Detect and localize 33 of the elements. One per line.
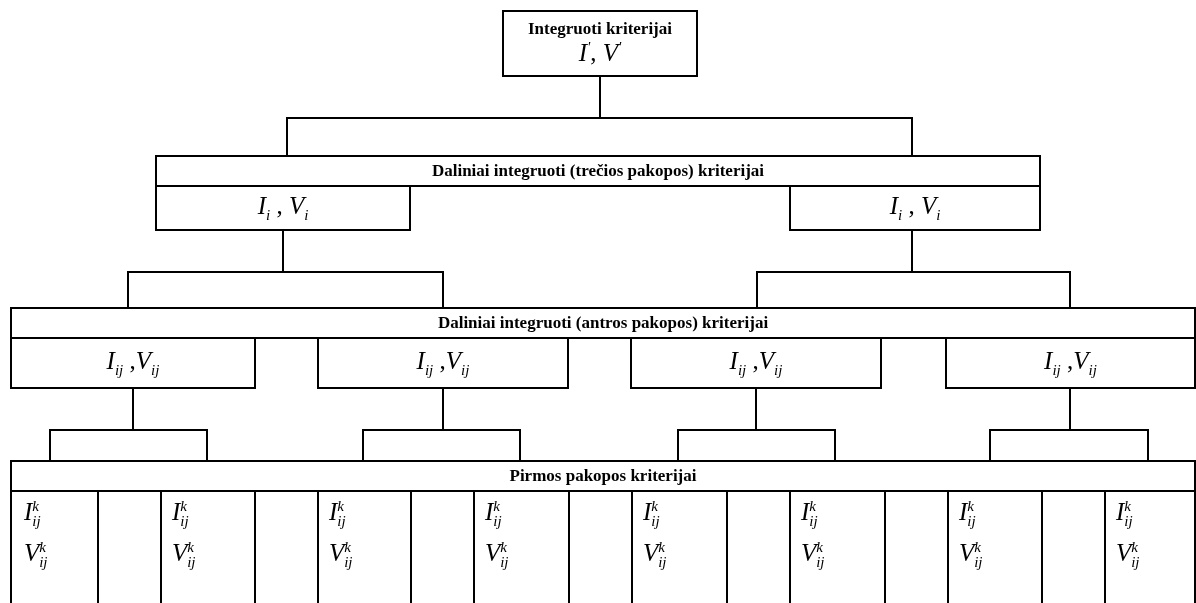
math-formula: I$^{'}$, V$^{'}$ (578, 38, 622, 69)
level-title: Daliniai integruoti (trečios pakopos) kriterijai (431, 161, 765, 181)
criteria-box (630, 337, 882, 389)
connector-line (132, 388, 208, 461)
math-formula: I$_{ij}$ ,V$_{ij}$ (106, 346, 160, 380)
level-title: Pirmos pakopos kriterijai (509, 466, 697, 486)
table-cell (568, 490, 633, 603)
table-cell (97, 490, 162, 603)
table-cell (726, 490, 791, 603)
math-formula: I$_{i}$ , V$_{i}$ (889, 191, 941, 225)
table-cell (884, 490, 949, 603)
level-band (10, 460, 1196, 492)
table-cell (254, 490, 319, 603)
connector-line (1069, 388, 1149, 461)
level-title: Daliniai integruoti (antros pakopos) kriterijai (437, 313, 769, 333)
math-formula: I$_{ij}$ ,V$_{ij}$ (729, 346, 783, 380)
criteria-box (317, 337, 569, 389)
math-formula: I$_{ij}$ ,V$_{ij}$ (1044, 346, 1097, 380)
criteria-box (10, 337, 256, 389)
connector-line (911, 230, 1071, 308)
criteria-box (789, 185, 1041, 231)
connector-line (442, 388, 521, 461)
criteria-box (945, 337, 1196, 389)
criteria-box (155, 185, 411, 231)
level-band (10, 307, 1196, 339)
level-band (155, 155, 1041, 187)
box-title: Integruoti kriterijai (528, 18, 672, 39)
table-cell (410, 490, 475, 603)
table-cell (1041, 490, 1106, 603)
math-formula: I$_{ij}$ ,V$_{ij}$ (416, 346, 470, 380)
math-formula: I$_{i}$ , V$_{i}$ (257, 191, 309, 225)
criteria-box (502, 10, 698, 77)
connector-line (755, 388, 836, 461)
